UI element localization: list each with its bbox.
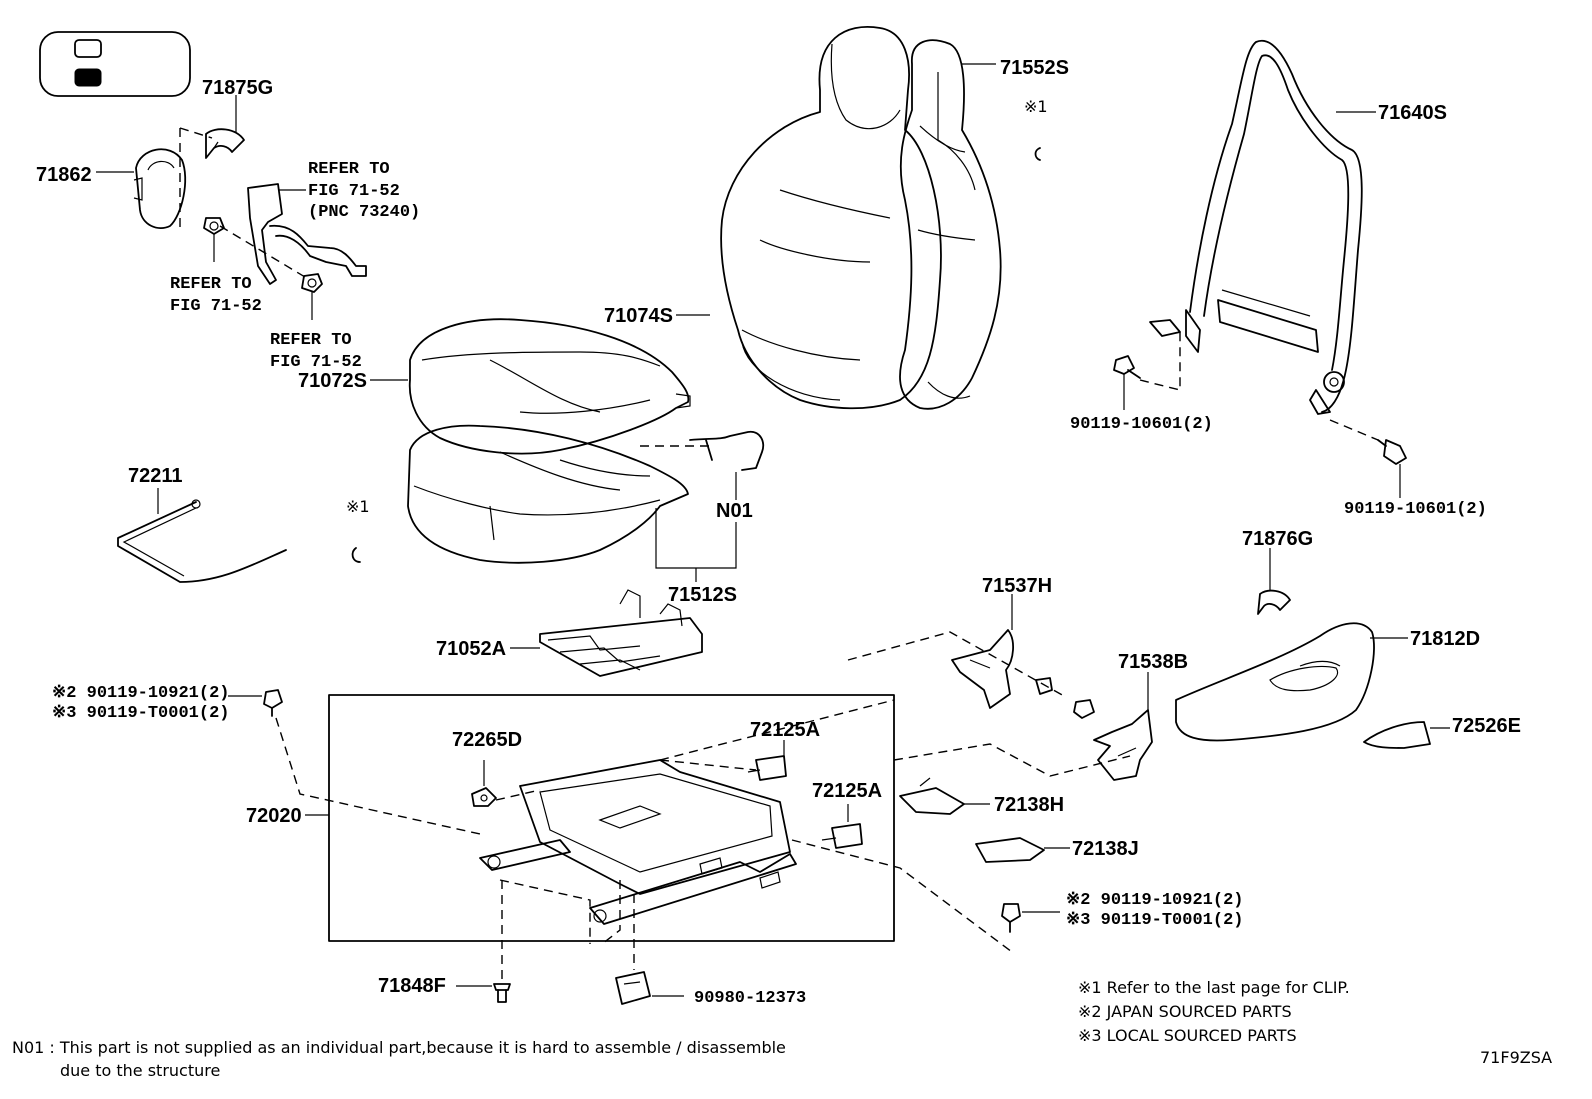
label-71875G: 71875G (202, 77, 273, 99)
refer-b-1: REFER TO (270, 331, 352, 350)
label-71072S: 71072S (298, 370, 367, 392)
knob-72526E (1363, 721, 1431, 749)
label-71876G: 71876G (1242, 528, 1313, 550)
bracket-71537H (951, 629, 1014, 709)
side-cover-71812D (1175, 622, 1375, 742)
label-71512S: 71512S (668, 584, 737, 606)
cover-72138J (975, 837, 1045, 863)
label-71862: 71862 (36, 164, 92, 186)
bolt-71848F (493, 983, 511, 1003)
label-bolt-left-local: ※3 90119-T0001(2) (52, 704, 229, 723)
cover-72138H (899, 777, 965, 815)
legend-note-1: ※1 Refer to the last page for CLIP. (1078, 978, 1350, 997)
cap-71875G (205, 128, 245, 159)
legend-note-3: ※3 LOCAL SOURCED PARTS (1078, 1026, 1297, 1045)
screw-71537H (1035, 677, 1053, 695)
refer-b-2: FIG 71-52 (270, 353, 362, 372)
clip-top (1034, 147, 1041, 161)
label-71848F: 71848F (378, 975, 446, 997)
label-72020: 72020 (246, 805, 302, 827)
refer-belt-3: (PNC 73240) (308, 203, 420, 222)
clip-72265D (471, 787, 497, 807)
label-90119-10601-b: 90119-10601(2) (1344, 500, 1487, 519)
clip-mark-top: ※1 (1024, 97, 1048, 116)
label-bolt-left-jp: ※2 90119-10921(2) (52, 684, 229, 703)
cushion-pad-71512S (407, 424, 689, 564)
label-71052A: 71052A (436, 638, 506, 660)
seat-track-72020 (479, 759, 797, 925)
clip-mark-left: ※1 (346, 497, 370, 516)
label-90119-10601-a: 90119-10601(2) (1070, 415, 1213, 434)
spring-mat-71052A (539, 589, 703, 677)
seatbelt-buckle (247, 183, 367, 285)
label-72125A-mid: 72125A (812, 780, 882, 802)
bolt-right (1001, 903, 1021, 933)
harness-N01 (689, 430, 765, 471)
clip-left (351, 547, 361, 563)
seatback-frame-71640S (1149, 39, 1363, 415)
cover-71862 (133, 148, 187, 230)
refer-belt-1: REFER TO (308, 160, 390, 179)
label-72211: 72211 (128, 465, 183, 487)
nut-right (301, 273, 323, 293)
screw-71538B (1073, 699, 1095, 719)
label-bolt-right-jp: ※2 90119-10921(2) (1066, 891, 1243, 910)
label-71538B: 71538B (1118, 651, 1188, 673)
nut-left (203, 217, 225, 235)
connector-72125A-mid (821, 823, 863, 849)
label-71074S: 71074S (604, 305, 673, 327)
label-90980-12373: 90980-12373 (694, 989, 806, 1008)
label-71552S: 71552S (1000, 57, 1069, 79)
connector-72125A-top (747, 755, 787, 781)
cushion-cover-71072S (408, 318, 691, 455)
label-72265D: 72265D (452, 729, 522, 751)
bolt-left (263, 689, 283, 717)
bolt-frame-upper (1113, 355, 1141, 379)
label-72138J: 72138J (1072, 838, 1139, 860)
label-71812D: 71812D (1410, 628, 1480, 650)
label-72125A-top: 72125A (750, 719, 820, 741)
label-72526E: 72526E (1452, 715, 1521, 737)
refer-a-2: FIG 71-52 (170, 297, 262, 316)
label-72138H: 72138H (994, 794, 1064, 816)
refer-a-1: REFER TO (170, 275, 252, 294)
wire-72211 (117, 499, 287, 583)
refer-belt-2: FIG 71-52 (308, 182, 400, 201)
footnote-line-2: due to the structure (60, 1061, 220, 1080)
bolt-frame-lower (1377, 439, 1407, 465)
label-N01: N01 (716, 500, 753, 522)
legend-note-2: ※2 JAPAN SOURCED PARTS (1078, 1002, 1292, 1021)
diagram-id: 71F9ZSA (1480, 1048, 1552, 1067)
label-71640S: 71640S (1378, 102, 1447, 124)
bracket-71538B (1093, 709, 1153, 781)
connector-90980 (615, 971, 651, 1005)
label-bolt-right-local: ※3 90119-T0001(2) (1066, 911, 1243, 930)
seat-track-box (328, 694, 895, 942)
seatback-pad-71552S (899, 39, 1002, 410)
label-71537H: 71537H (982, 575, 1052, 597)
cap-71876G (1257, 589, 1291, 615)
seatback-cover-71074S (720, 26, 942, 410)
variant-legend-box (39, 31, 191, 97)
footnote-line-1: N01 : This part is not supplied as an in… (12, 1038, 786, 1057)
